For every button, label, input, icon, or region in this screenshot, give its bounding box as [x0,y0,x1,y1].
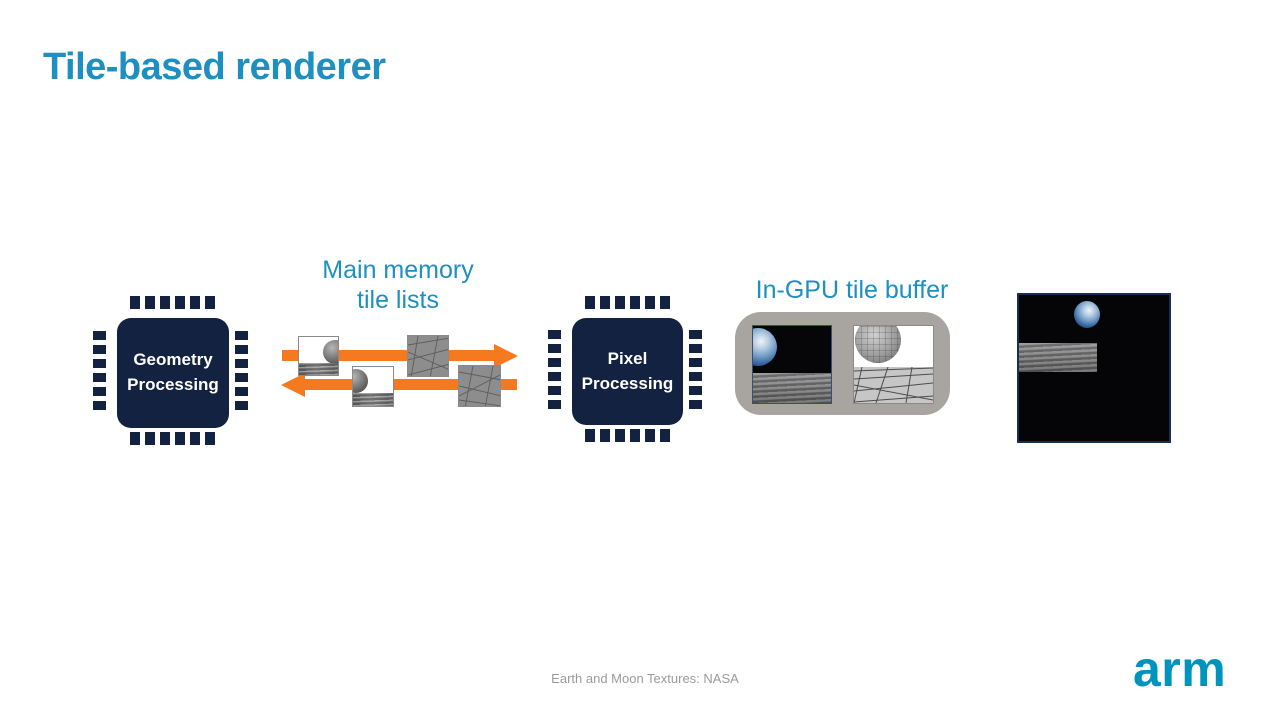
chip-pins-top [585,296,670,309]
sphere-icon [323,340,338,364]
mesh-sphere-icon [855,326,901,363]
pixel-processing-block: Pixel Processing [572,318,683,425]
gpu-tile-buffer-label: In-GPU tile buffer [755,276,949,304]
tile-thumbnail-sphere-right [298,336,339,376]
tile-thumbnail-sphere-left [352,366,394,407]
chip-pins-bottom [130,432,215,445]
chip-pins-left [548,330,561,414]
sphere-icon [353,369,368,393]
earth-sphere-icon [1074,301,1100,328]
tile-thumbnail-wireframe-1 [407,335,449,377]
arrow-right-head-icon [494,344,518,368]
wireframe-ground-icon [854,367,933,403]
moon-surface [753,373,831,403]
page-title: Tile-based renderer [43,46,386,88]
terrain-strip [299,363,338,375]
chip-pins-top [130,296,215,309]
geometry-chip-label: Geometry Processing [127,350,219,394]
wireframe-mesh-icon [459,366,500,406]
arrow-left-icon [305,379,517,390]
arrow-left-head-icon [281,373,305,397]
arrow-right-icon [282,350,495,361]
gpu-tile-rendered [752,325,832,404]
chip-pins-left [93,331,106,415]
framebuffer-output [1017,293,1171,443]
wireframe-mesh-icon [408,336,448,376]
arm-logo: arm [1133,641,1227,697]
pixel-chip-label: Pixel Processing [581,348,674,393]
footer-credit: Earth and Moon Textures: NASA [551,671,739,686]
geometry-processing-block: Geometry Processing [117,318,229,428]
earth-sphere-icon [753,328,777,366]
tile-thumbnail-wireframe-2 [458,365,501,407]
chip-pins-bottom [585,429,670,442]
moon-surface-tile-row [1019,343,1097,372]
gpu-tile-wireframe [853,325,934,404]
chip-pins-right [689,330,702,414]
gpu-tile-buffer [735,312,950,415]
main-memory-label: Main memory tile lists [322,256,474,314]
chip-pins-right [235,331,248,415]
terrain-strip [353,393,393,406]
